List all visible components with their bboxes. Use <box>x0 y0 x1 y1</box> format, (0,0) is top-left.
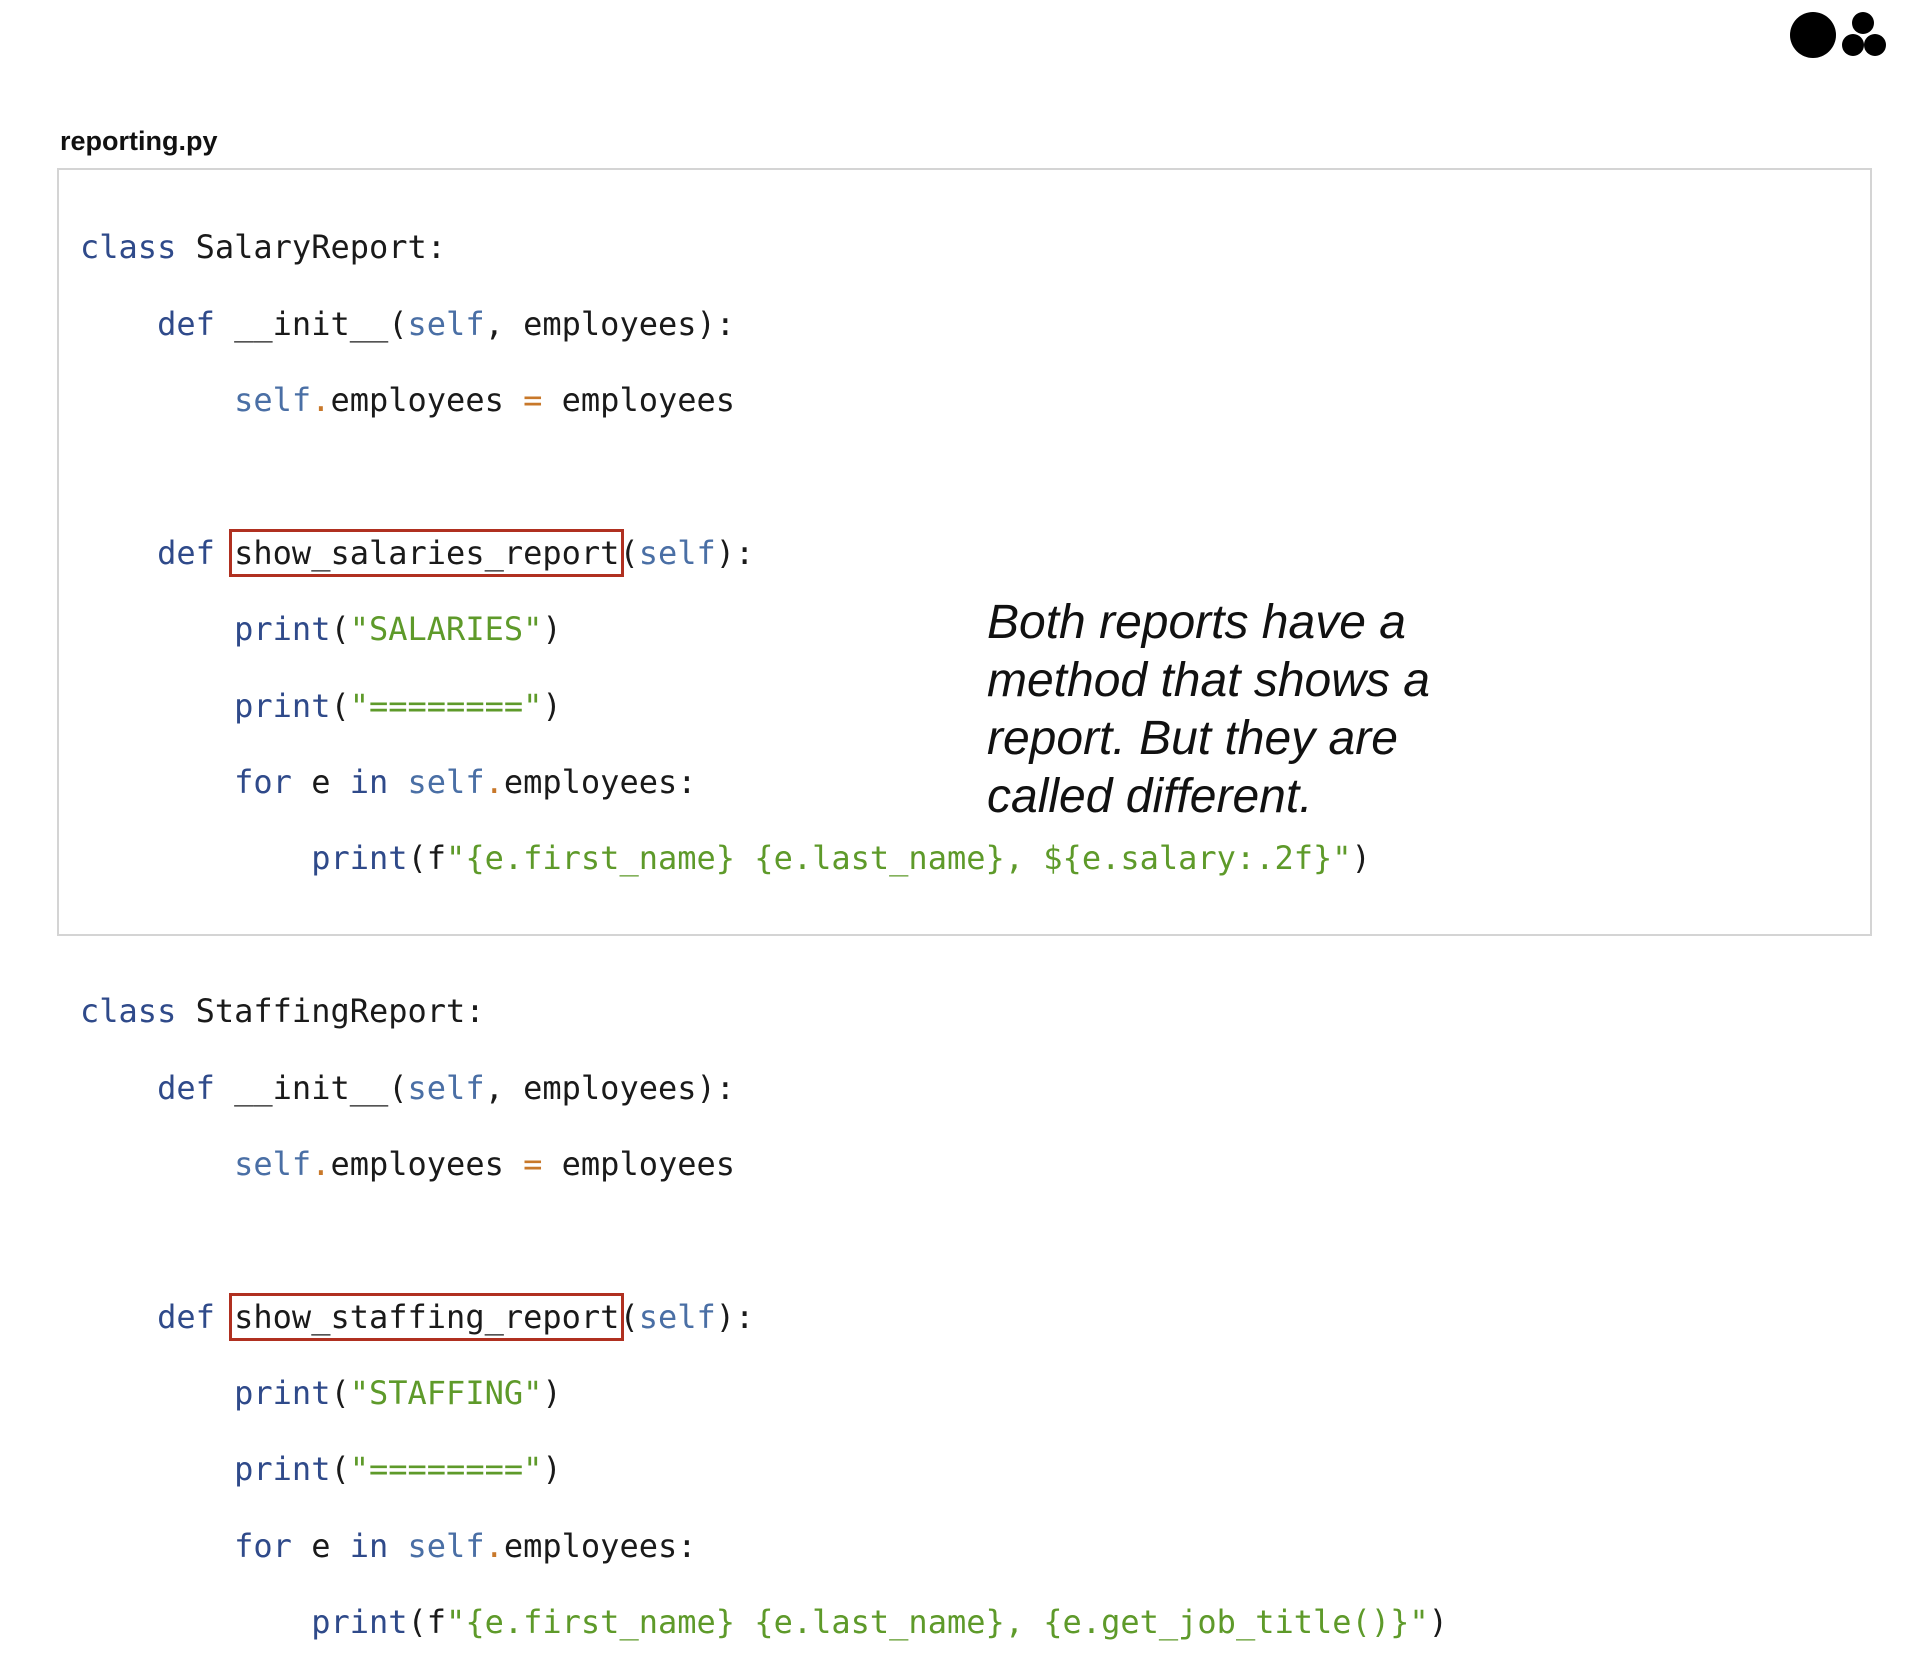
code-text: ( <box>619 533 639 572</box>
builtin: print <box>234 610 331 649</box>
code-text: ) <box>1351 839 1371 878</box>
code-text: ) <box>542 1450 562 1489</box>
code-text: employees: <box>503 1526 697 1565</box>
builtin: print <box>234 686 331 725</box>
code-text: employees <box>330 1144 524 1183</box>
operator: . <box>484 762 504 801</box>
keyword: class <box>80 992 177 1031</box>
file-name: reporting.py <box>60 126 218 156</box>
self-keyword: self <box>407 1526 485 1565</box>
string-literal: "========" <box>349 1450 543 1489</box>
class-name: StaffingReport: <box>176 992 485 1031</box>
operator: = <box>523 1144 543 1183</box>
logo-small-dot <box>1852 12 1874 34</box>
code-text: , employees): <box>484 1068 736 1107</box>
self-keyword: self <box>407 762 485 801</box>
method-name: __init__( <box>214 1068 408 1107</box>
logo-large-dot <box>1790 12 1836 58</box>
keyword: for <box>234 762 292 801</box>
string-literal: "SALARIES" <box>349 610 543 649</box>
code-line <box>80 916 1448 954</box>
builtin: print <box>234 1374 331 1413</box>
code-text: ( <box>330 1374 350 1413</box>
self-keyword: self <box>638 533 716 572</box>
builtin: print <box>311 839 408 878</box>
keyword: in <box>349 762 389 801</box>
keyword: for <box>234 1526 292 1565</box>
code-line: print("STAFFING") <box>80 1374 1448 1412</box>
self-keyword: self <box>638 1297 716 1336</box>
string-literal: "STAFFING" <box>349 1374 543 1413</box>
code-text: e <box>291 762 350 801</box>
builtin: print <box>234 1450 331 1489</box>
code-line: def __init__(self, employees): <box>80 305 1448 343</box>
code-line: print("========") <box>80 1450 1448 1488</box>
code-text: (f <box>407 839 447 878</box>
code-line: def show_staffing_report(self): <box>80 1292 1448 1341</box>
operator: = <box>523 380 543 419</box>
code-line: print(f"{e.first_name} {e.last_name}, ${… <box>80 839 1448 877</box>
keyword: in <box>349 1526 389 1565</box>
code-line <box>80 457 1448 495</box>
highlighted-method-name: show_salaries_report <box>229 528 625 577</box>
keyword: def <box>157 304 215 343</box>
brand-logo <box>1786 12 1896 64</box>
operator: . <box>484 1526 504 1565</box>
code-text: e <box>291 1526 350 1565</box>
highlighted-method-name: show_staffing_report <box>229 1292 625 1341</box>
operator: . <box>311 380 331 419</box>
class-name: SalaryReport: <box>176 228 447 267</box>
code-text: employees <box>542 1144 736 1183</box>
code-line: print("SALARIES") <box>80 610 1448 648</box>
code-text: ( <box>330 1450 350 1489</box>
builtin: print <box>311 1603 408 1642</box>
code-text: ) <box>542 1374 562 1413</box>
code-text: ( <box>330 610 350 649</box>
code-text: (f <box>407 1603 447 1642</box>
keyword: def <box>157 1297 215 1336</box>
code-text: ( <box>619 1297 639 1336</box>
method-name: __init__( <box>214 304 408 343</box>
code-line: print(f"{e.first_name} {e.last_name}, {e… <box>80 1603 1448 1641</box>
code-text: ) <box>542 610 562 649</box>
code-line: def __init__(self, employees): <box>80 1069 1448 1107</box>
code-text: ( <box>330 686 350 725</box>
code-text: employees <box>542 380 736 419</box>
code-line: class StaffingReport: <box>80 992 1448 1030</box>
code-line: def show_salaries_report(self): <box>80 528 1448 577</box>
code-panel <box>57 168 1872 936</box>
operator: . <box>311 1144 331 1183</box>
code-line: for e in self.employees: <box>80 1527 1448 1565</box>
self-keyword: self <box>407 304 485 343</box>
code-text: ) <box>1428 1603 1448 1642</box>
code-line: self.employees = employees <box>80 381 1448 419</box>
code-text: , employees): <box>484 304 736 343</box>
keyword: def <box>157 533 215 572</box>
self-keyword: self <box>234 1144 312 1183</box>
code-text: ): <box>715 533 755 572</box>
code-block: class SalaryReport: def __init__(self, e… <box>80 190 1448 1680</box>
self-keyword: self <box>407 1068 485 1107</box>
code-text: employees <box>330 380 524 419</box>
logo-small-dot <box>1842 34 1864 56</box>
code-line: class SalaryReport: <box>80 228 1448 266</box>
code-line: self.employees = employees <box>80 1145 1448 1183</box>
logo-small-dot <box>1864 34 1886 56</box>
string-literal: "========" <box>349 686 543 725</box>
code-text: ): <box>715 1297 755 1336</box>
code-text: employees: <box>503 762 697 801</box>
annotation-note: Both reports have a method that shows a … <box>987 596 1430 823</box>
string-literal: "{e.first_name} {e.last_name}, ${e.salar… <box>446 839 1352 878</box>
self-keyword: self <box>234 380 312 419</box>
keyword: class <box>80 228 177 267</box>
code-line: print("========") <box>80 687 1448 725</box>
code-line <box>80 1221 1448 1259</box>
code-text: ) <box>542 686 562 725</box>
code-line: for e in self.employees: <box>80 763 1448 801</box>
keyword: def <box>157 1068 215 1107</box>
string-literal: "{e.first_name} {e.last_name}, {e.get_jo… <box>446 1603 1429 1642</box>
